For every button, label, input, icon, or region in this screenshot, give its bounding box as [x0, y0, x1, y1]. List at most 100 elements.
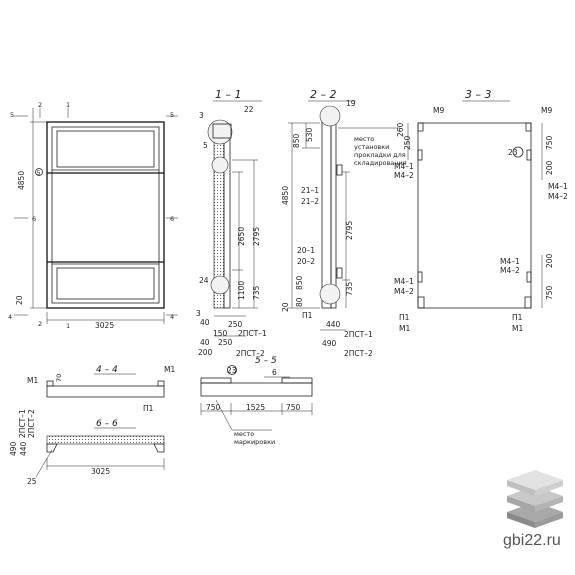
label-m4-1-d: М4–1	[394, 277, 414, 286]
front-cut-6-right: 6	[170, 215, 174, 223]
dim-2795-b: 2795	[345, 221, 354, 240]
dim-250-b: 250	[218, 338, 233, 347]
label-2pst-2: 2ПСТ–2	[236, 349, 265, 358]
dim-80: 80	[295, 297, 304, 307]
front-cut-5-left: 5	[10, 111, 14, 119]
label-19: 19	[346, 99, 356, 108]
label-23-55: 23	[227, 366, 237, 375]
front-cut-4-right: 4	[170, 313, 174, 321]
front-cut-2: 2	[38, 101, 42, 109]
label-m9-right: М9	[541, 106, 552, 115]
section-6-6: 6 – 6 3025 490 440 2ПСТ–2 2ПСТ–1 25	[9, 409, 165, 486]
label-m4-2-b: М4–2	[548, 192, 568, 201]
front-view: 4850 20 3025 1 1 2 2 5 5 6 6 4 4 5	[8, 101, 178, 330]
dim-750-top: 750	[545, 135, 554, 150]
section-3-3-title: 3 – 3	[465, 88, 492, 101]
label-20-2: 20–2	[297, 257, 315, 266]
dim-750-55-right: 750	[286, 403, 301, 412]
dim-40-a: 40	[200, 318, 210, 327]
dim-200-bottom: 200	[545, 253, 554, 268]
label-m1-44-left: М1	[27, 376, 38, 385]
label-m4-2-d: М4–2	[394, 287, 414, 296]
dim-70: 70	[55, 374, 63, 382]
section-5-5: 5 – 5 6 750 1525 750 23 место маркировки	[200, 356, 313, 446]
note-line-1: место	[354, 135, 374, 143]
label-m4-1-b: М4–1	[548, 182, 568, 191]
label-m4-2-a: М4–2	[394, 171, 414, 180]
front-bottom-dim: 20	[15, 295, 24, 305]
note-line-3: прокладки для	[354, 151, 406, 159]
label-22: 22	[244, 105, 254, 114]
dim-3025-66: 3025	[91, 467, 110, 476]
front-mark-number: 5	[37, 169, 41, 177]
dim-2650: 2650	[237, 227, 246, 246]
front-cut-6-left: 6	[32, 215, 36, 223]
front-cut-1-bottom: 1	[66, 322, 70, 330]
detail-bubble-2-top	[319, 105, 341, 127]
dim-850-bottom: 850	[295, 275, 304, 290]
front-cut-4-left: 4	[8, 313, 12, 321]
label-m1-44-right: М1	[164, 365, 175, 374]
dim-4850: 4850	[281, 186, 290, 205]
front-cut-5-right: 5	[170, 111, 174, 119]
label-3-top: 3	[199, 111, 204, 120]
detail-bubble-top	[207, 119, 233, 145]
section-4-4-title: 4 – 4	[96, 365, 118, 375]
label-24: 24	[199, 276, 209, 285]
label-21-1: 21–1	[301, 186, 319, 195]
front-cut-1: 1	[66, 101, 70, 109]
dim-750-55-left: 750	[206, 403, 221, 412]
section-3-3: 3 – 3 260 250 750 200 200 750 М9 М9 23 М…	[394, 88, 568, 333]
label-2pst-1: 2ПСТ–1	[238, 329, 267, 338]
note-line-4: складирования	[354, 159, 407, 167]
dim-850-top: 850	[292, 133, 301, 148]
dim-735-b: 735	[345, 281, 354, 296]
section-6-6-title: 6 – 6	[96, 419, 118, 429]
label-m1-left: М1	[399, 324, 410, 333]
label-20-1: 20–1	[297, 246, 315, 255]
section-2-2-title: 2 – 2	[310, 88, 337, 101]
dim-1100: 1100	[237, 281, 246, 300]
note-marking-2: маркировки	[234, 438, 275, 446]
section-1-1-title: 1 – 1	[215, 88, 242, 101]
label-23: 23	[508, 148, 518, 157]
label-25: 25	[27, 477, 37, 486]
front-cut-2-bottom: 2	[38, 320, 42, 328]
label-m1-right: М1	[512, 324, 523, 333]
label-2pst-1-b: 2ПСТ–1	[344, 330, 373, 339]
label-2pst-2-b: 2ПСТ–2	[344, 349, 373, 358]
label-m9-left: М9	[433, 106, 444, 115]
dim-750-bottom: 750	[545, 285, 554, 300]
label-m4-2-c: М4–2	[500, 266, 520, 275]
label-m4-1-c: М4–1	[500, 257, 520, 266]
dim-1525: 1525	[246, 403, 265, 412]
detail-bubble-2-bottom	[319, 283, 341, 305]
front-height-dim: 4850	[17, 171, 26, 190]
dim-200-top: 200	[545, 160, 554, 175]
note-marking-1: место	[234, 430, 254, 438]
brand-text[interactable]: gbi22.ru	[503, 532, 561, 549]
front-width-dim: 3025	[95, 321, 114, 330]
label-3-bottom: 3	[196, 309, 201, 318]
dim-40-b: 40	[200, 338, 210, 347]
dim-20: 20	[281, 302, 290, 312]
lifting-loop-mark	[512, 146, 524, 158]
label-m4-1-a: М4–1	[394, 162, 414, 171]
dim-200: 200	[198, 348, 213, 357]
label-2pst-2-66: 2ПСТ–2	[27, 409, 36, 438]
label-p1-right: П1	[512, 313, 523, 322]
dim-260: 260	[396, 122, 405, 137]
label-5: 5	[203, 141, 208, 150]
dim-490-66: 490	[9, 441, 18, 456]
dim-150: 150	[213, 329, 228, 338]
section-5-5-title: 5 – 5	[255, 356, 277, 366]
dim-530: 530	[305, 127, 314, 142]
dim-440: 440	[326, 320, 341, 329]
label-21-2: 21–2	[301, 197, 319, 206]
label-p1-left: П1	[399, 313, 410, 322]
note-line-2: установки	[354, 143, 389, 151]
detail-bubble-bottom	[210, 275, 230, 295]
section-2-2: 2 – 2 850 530 4850 2795 850 735 80 20 44…	[281, 88, 407, 358]
section-4-4: 4 – 4 70 М1 М1 П1	[27, 365, 175, 413]
